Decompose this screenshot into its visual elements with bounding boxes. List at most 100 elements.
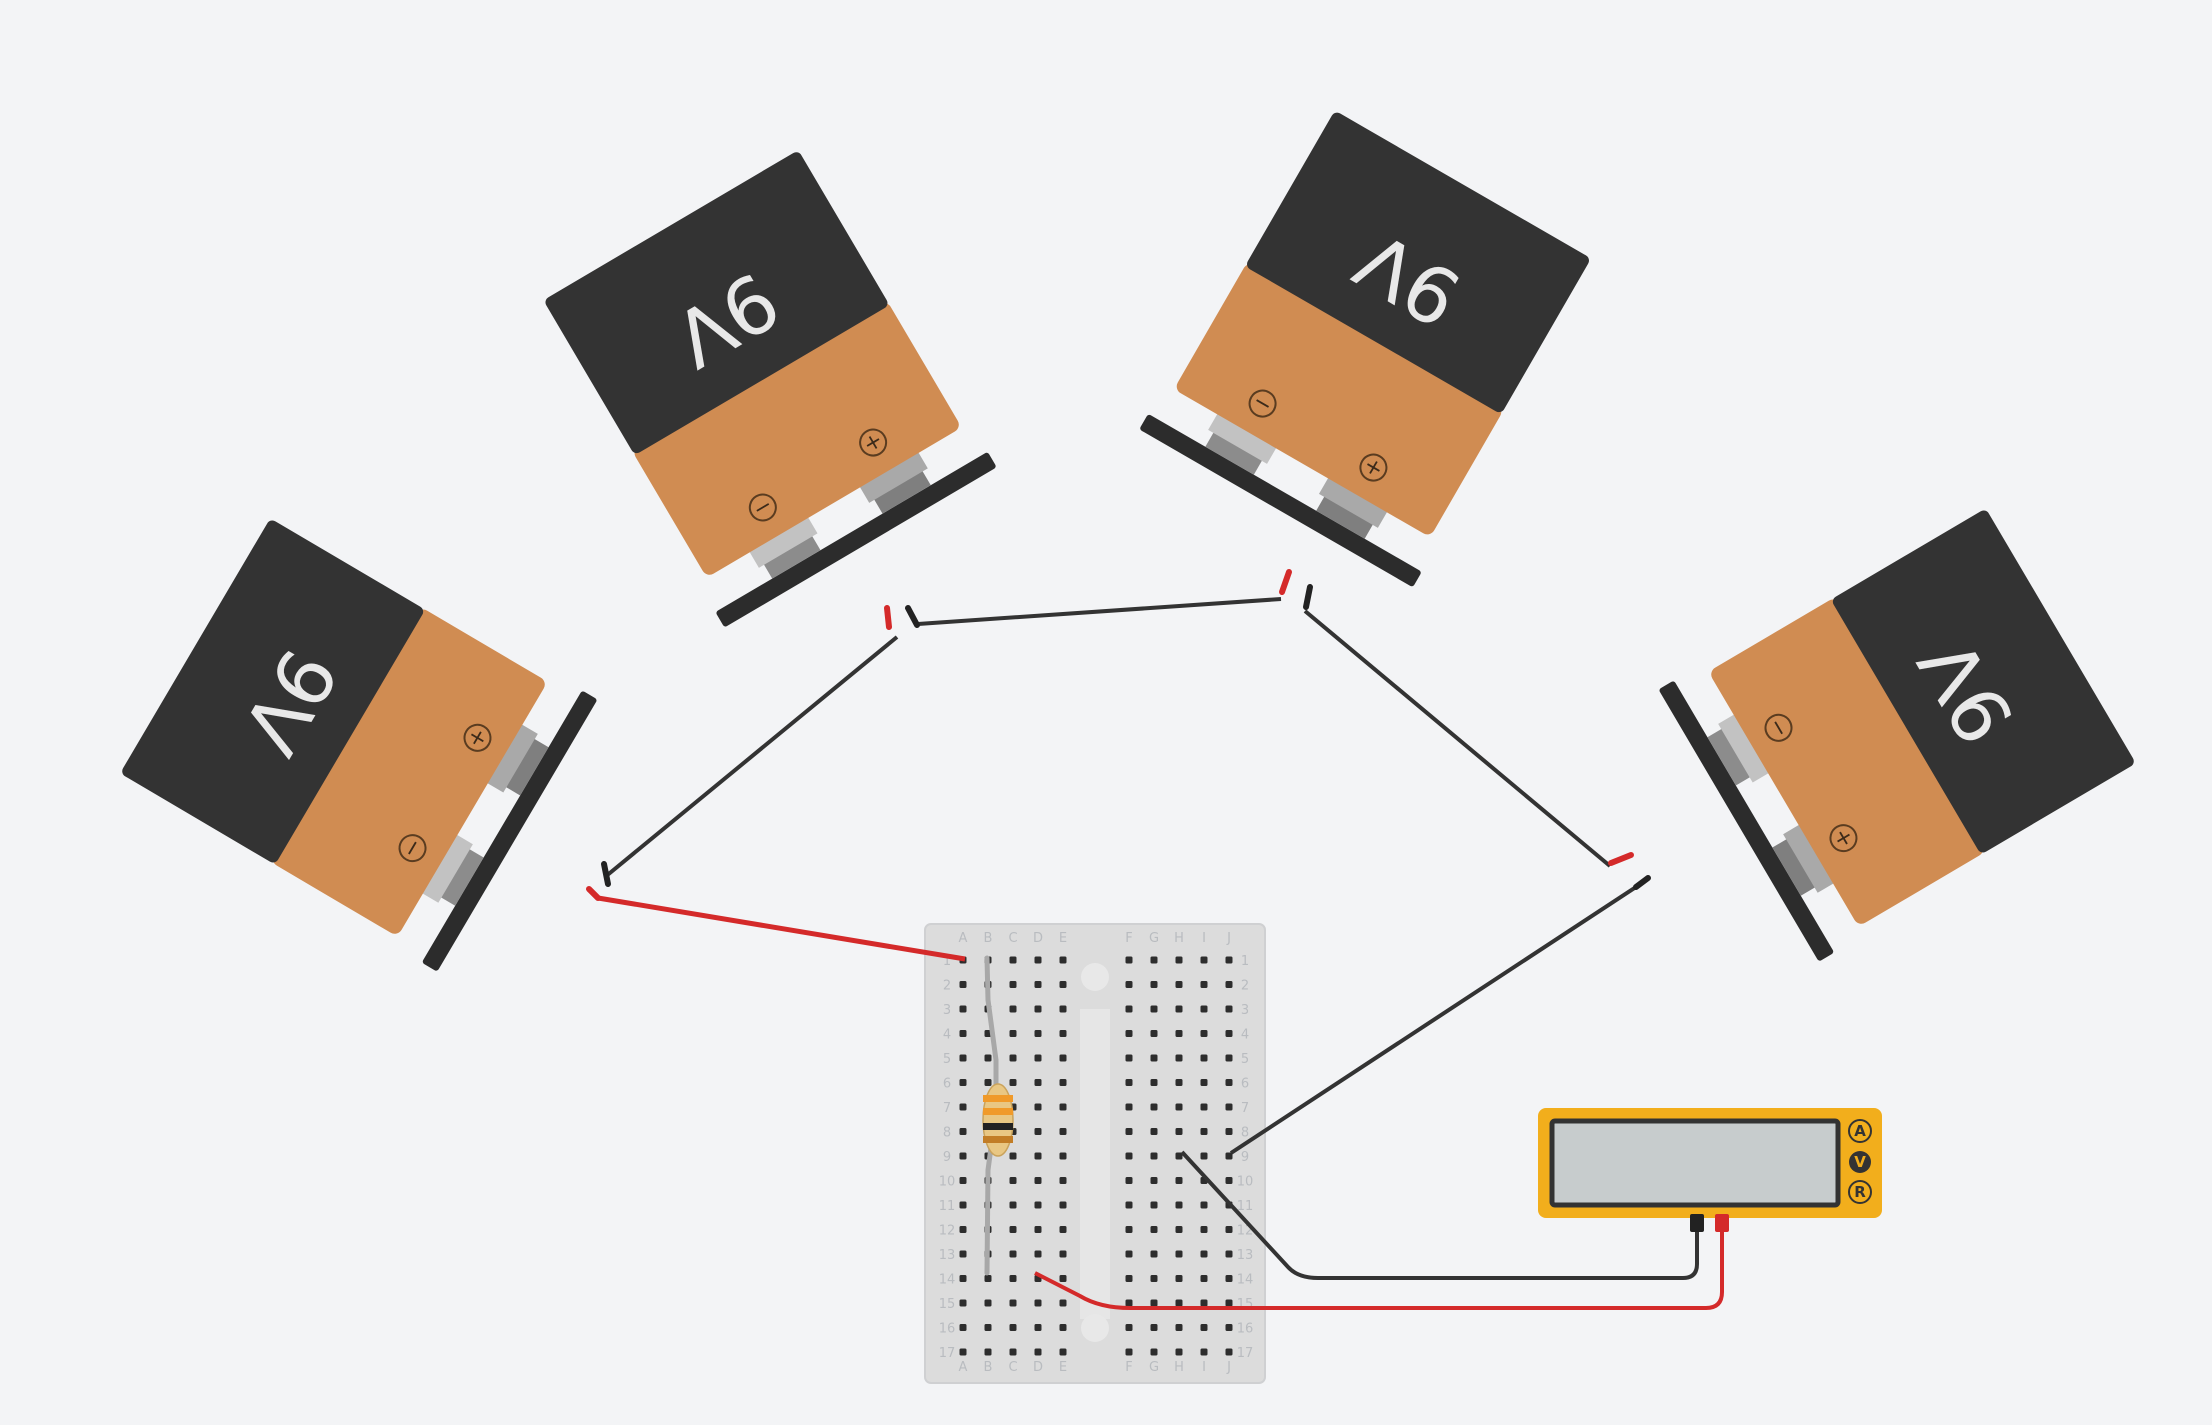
- breadboard-hole[interactable]: [1009, 1079, 1017, 1086]
- breadboard-hole[interactable]: [1225, 1348, 1233, 1356]
- breadboard-hole[interactable]: [1200, 1250, 1208, 1258]
- battery-2[interactable]: +−9V: [535, 145, 997, 628]
- breadboard-hole[interactable]: [1225, 956, 1233, 964]
- battery-4[interactable]: +−9V: [1658, 500, 2141, 962]
- breadboard-hole[interactable]: [1225, 1054, 1233, 1062]
- breadboard-hole[interactable]: [959, 1152, 967, 1160]
- breadboard-hole[interactable]: [984, 1299, 992, 1307]
- breadboard-hole[interactable]: [1225, 1324, 1233, 1331]
- breadboard-hole[interactable]: [1034, 1177, 1042, 1184]
- breadboard-hole[interactable]: [1150, 1324, 1158, 1331]
- breadboard-hole[interactable]: [1059, 1128, 1067, 1135]
- breadboard-hole[interactable]: [1125, 981, 1133, 988]
- battery-1[interactable]: +−9V: [115, 510, 598, 972]
- breadboard-hole[interactable]: [1225, 1299, 1233, 1307]
- breadboard-hole[interactable]: [1200, 1079, 1208, 1086]
- breadboard-hole[interactable]: [1034, 1103, 1042, 1111]
- breadboard-hole[interactable]: [984, 1348, 992, 1356]
- breadboard-hole[interactable]: [1125, 1128, 1133, 1135]
- breadboard-hole[interactable]: [1175, 1201, 1183, 1209]
- breadboard-hole[interactable]: [1150, 1226, 1158, 1233]
- breadboard-hole[interactable]: [1059, 1275, 1067, 1282]
- multimeter-button-volts[interactable]: V: [1849, 1151, 1871, 1173]
- breadboard-hole[interactable]: [959, 1128, 967, 1135]
- breadboard-hole[interactable]: [1175, 1079, 1183, 1086]
- breadboard-hole[interactable]: [1175, 1299, 1183, 1307]
- breadboard-hole[interactable]: [1125, 1201, 1133, 1209]
- breadboard-hole[interactable]: [1034, 1226, 1042, 1233]
- breadboard-hole[interactable]: [1150, 1054, 1158, 1062]
- breadboard-hole[interactable]: [1009, 1177, 1017, 1184]
- breadboard-hole[interactable]: [1059, 1250, 1067, 1258]
- breadboard-hole[interactable]: [1175, 981, 1183, 988]
- breadboard-hole[interactable]: [1200, 1152, 1208, 1160]
- breadboard-hole[interactable]: [1059, 1152, 1067, 1160]
- breadboard-hole[interactable]: [1175, 956, 1183, 964]
- breadboard-hole[interactable]: [1225, 981, 1233, 988]
- breadboard-hole[interactable]: [1125, 956, 1133, 964]
- breadboard-hole[interactable]: [1059, 1324, 1067, 1331]
- breadboard-hole[interactable]: [1225, 1226, 1233, 1233]
- wire-battery3-to-battery4[interactable]: [1303, 609, 1612, 868]
- breadboard-hole[interactable]: [1125, 1299, 1133, 1307]
- breadboard-hole[interactable]: [984, 1275, 992, 1282]
- breadboard-hole[interactable]: [1200, 956, 1208, 964]
- breadboard-hole[interactable]: [1009, 1250, 1017, 1258]
- wire-breadboard-to-meter-red[interactable]: [1034, 1228, 1724, 1310]
- breadboard-hole[interactable]: [1150, 1250, 1158, 1258]
- breadboard-hole[interactable]: [959, 1348, 967, 1356]
- breadboard-hole[interactable]: [1125, 1054, 1133, 1062]
- breadboard-hole[interactable]: [1034, 1201, 1042, 1209]
- breadboard-hole[interactable]: [1225, 1177, 1233, 1184]
- breadboard-hole[interactable]: [1034, 1299, 1042, 1307]
- breadboard-hole[interactable]: [1034, 1079, 1042, 1086]
- breadboard-hole[interactable]: [1175, 1250, 1183, 1258]
- breadboard-hole[interactable]: [1175, 1128, 1183, 1135]
- breadboard-hole[interactable]: [1009, 1054, 1017, 1062]
- breadboard-hole[interactable]: [1059, 956, 1067, 964]
- breadboard-hole[interactable]: [1009, 1275, 1017, 1282]
- breadboard-hole[interactable]: [1225, 1030, 1233, 1037]
- breadboard-hole[interactable]: [1225, 1275, 1233, 1282]
- breadboard-hole[interactable]: [1225, 1103, 1233, 1111]
- breadboard-hole[interactable]: [1225, 1005, 1233, 1013]
- breadboard-hole[interactable]: [1225, 1128, 1233, 1135]
- breadboard-hole[interactable]: [1200, 1103, 1208, 1111]
- breadboard-hole[interactable]: [1150, 1348, 1158, 1356]
- breadboard-hole[interactable]: [1175, 1226, 1183, 1233]
- multimeter[interactable]: A V R: [1538, 1108, 1882, 1232]
- breadboard-hole[interactable]: [1175, 1324, 1183, 1331]
- breadboard-hole[interactable]: [1125, 1226, 1133, 1233]
- breadboard-hole[interactable]: [1200, 1005, 1208, 1013]
- battery-3[interactable]: +−9V: [1139, 105, 1600, 587]
- multimeter-probe-red[interactable]: [1715, 1214, 1729, 1232]
- breadboard-hole[interactable]: [959, 1275, 967, 1282]
- breadboard-hole[interactable]: [1034, 1324, 1042, 1331]
- breadboard-hole[interactable]: [1175, 1005, 1183, 1013]
- breadboard-hole[interactable]: [1175, 1103, 1183, 1111]
- breadboard-hole[interactable]: [1200, 1054, 1208, 1062]
- breadboard-hole[interactable]: [1175, 1348, 1183, 1356]
- breadboard-hole[interactable]: [959, 1299, 967, 1307]
- breadboard-hole[interactable]: [1150, 1079, 1158, 1086]
- breadboard-hole[interactable]: [1225, 1079, 1233, 1086]
- breadboard-hole[interactable]: [1009, 1152, 1017, 1160]
- breadboard-hole[interactable]: [1059, 1348, 1067, 1356]
- breadboard-hole[interactable]: [1225, 1250, 1233, 1258]
- breadboard-hole[interactable]: [1034, 1030, 1042, 1037]
- breadboard-hole[interactable]: [1150, 1299, 1158, 1307]
- breadboard-hole[interactable]: [1125, 1152, 1133, 1160]
- breadboard-hole[interactable]: [1225, 1152, 1233, 1160]
- breadboard-hole[interactable]: [1125, 1079, 1133, 1086]
- breadboard-hole[interactable]: [1150, 1177, 1158, 1184]
- breadboard-hole[interactable]: [1009, 1030, 1017, 1037]
- breadboard-hole[interactable]: [1125, 1324, 1133, 1331]
- breadboard-hole[interactable]: [1034, 1005, 1042, 1013]
- multimeter-button-ohms[interactable]: R: [1848, 1180, 1872, 1204]
- breadboard-hole[interactable]: [1059, 1177, 1067, 1184]
- breadboard-hole[interactable]: [959, 1201, 967, 1209]
- breadboard-hole[interactable]: [1009, 981, 1017, 988]
- breadboard-hole[interactable]: [1034, 1054, 1042, 1062]
- breadboard-hole[interactable]: [1125, 1030, 1133, 1037]
- breadboard-hole[interactable]: [1034, 956, 1042, 964]
